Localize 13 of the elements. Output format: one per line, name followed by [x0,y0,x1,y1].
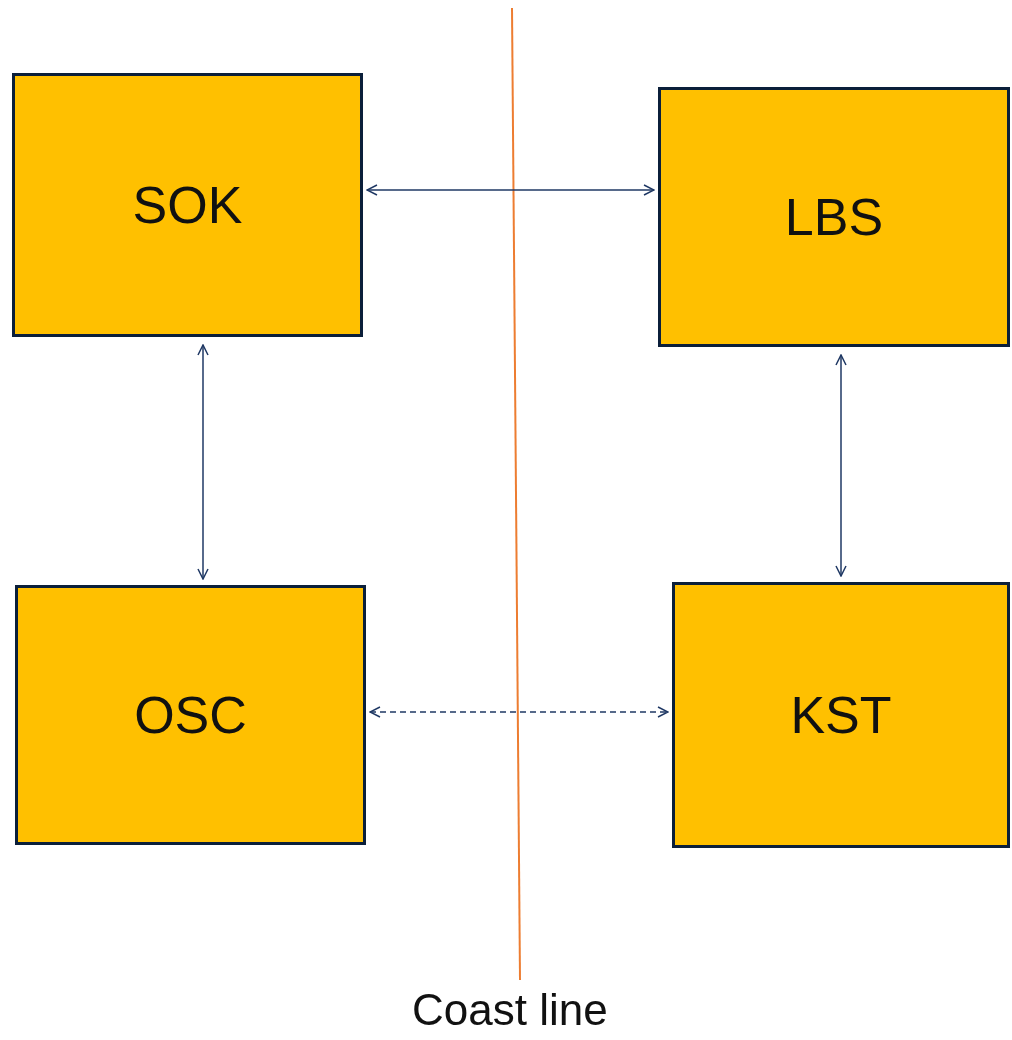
station-box [12,73,363,337]
station-box [658,87,1010,347]
station-box [672,582,1010,848]
box-label: SOK [132,175,243,236]
double-arrow [835,354,847,577]
box-label: OSC [134,685,247,746]
dashed-double-arrow [369,706,669,718]
double-arrow [197,344,209,580]
station-box [15,585,366,845]
coast-line-label: Coast line [412,988,608,1032]
box-label: LBS [784,187,884,248]
box-label: KST [790,685,892,746]
double-arrow [366,184,655,196]
